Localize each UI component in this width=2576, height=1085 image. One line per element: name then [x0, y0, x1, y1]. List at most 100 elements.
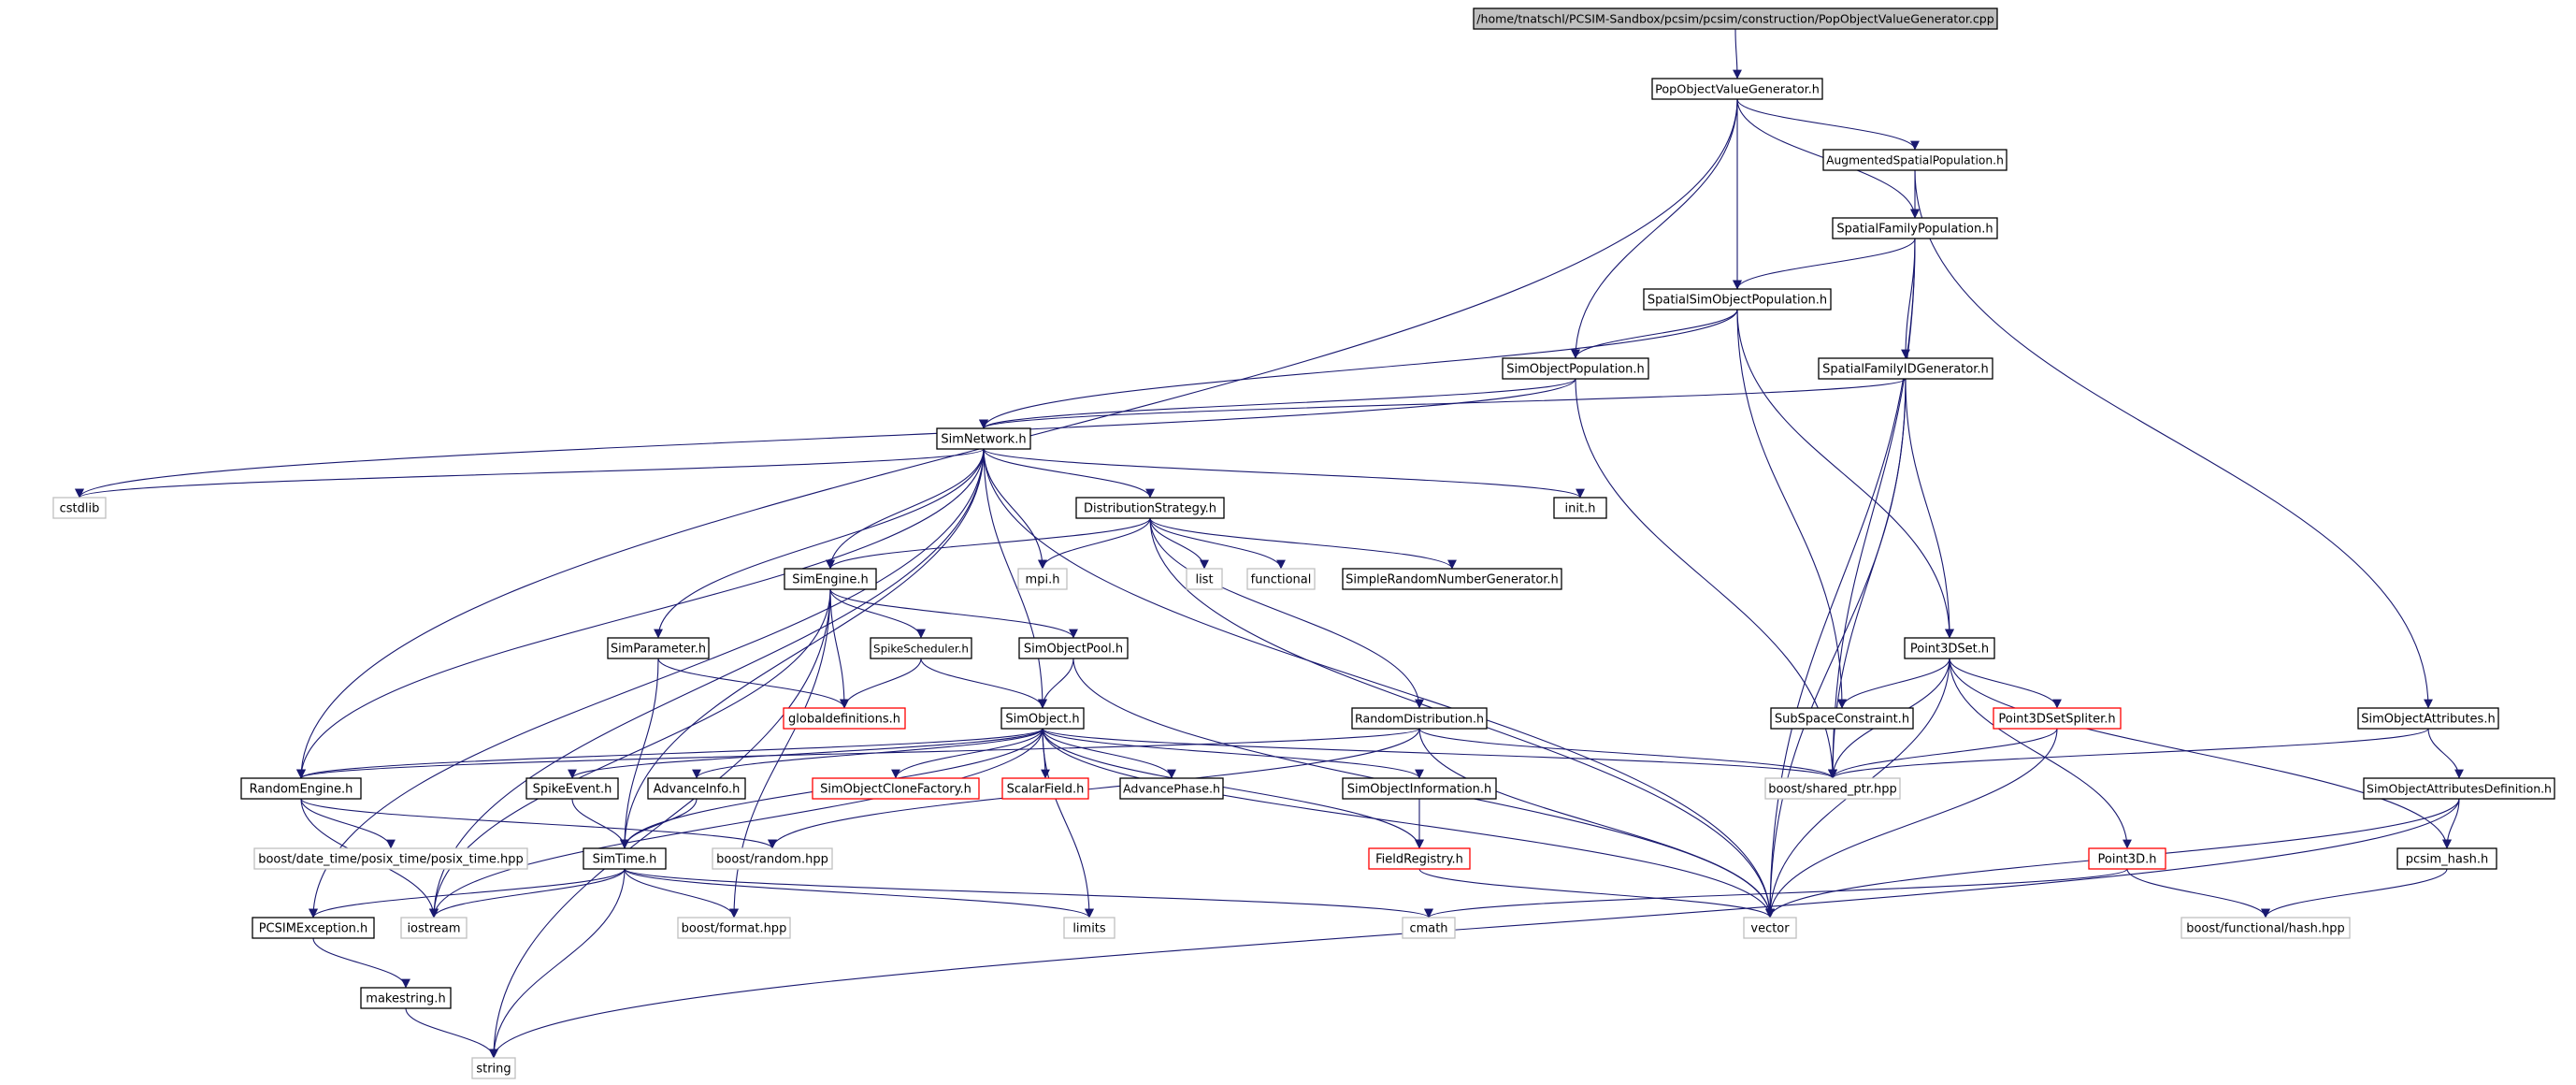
node-simengine-h[interactable]: SimEngine.h — [784, 568, 877, 590]
node-pcsimexception-h[interactable]: PCSIMException.h — [252, 917, 375, 939]
node-simobjectattributesdefinition-h[interactable]: SimObjectAttributesDefinition.h — [2363, 777, 2555, 800]
node-label: PopObjectValueGenerator.h — [1655, 83, 1820, 97]
edge-ssop-to-ssc — [1736, 309, 1847, 709]
node-fieldregistry-h[interactable]: FieldRegistry.h — [1368, 847, 1471, 870]
edge-so-to-ap — [1042, 728, 1176, 779]
edge-se-to-sopool — [829, 588, 1078, 639]
node-label: list — [1195, 573, 1213, 587]
edge-sop-to-cstdlib — [75, 378, 1576, 499]
node-simobject-h[interactable]: SimObject.h — [1000, 707, 1085, 730]
node-string[interactable]: string — [471, 1057, 516, 1079]
node-popobjectvaluegenerator-h[interactable]: PopObjectValueGenerator.h — [1651, 78, 1823, 100]
node-globaldefinitions-h[interactable]: globaldefinitions.h — [783, 707, 906, 730]
edge-sfid-to-vector — [1765, 378, 1907, 919]
node-boost-functional-hash-hpp[interactable]: boost/functional/hash.hpp — [2180, 917, 2351, 939]
node-cstdlib[interactable]: cstdlib — [52, 497, 107, 519]
node-boost-format-hpp[interactable]: boost/format.hpp — [677, 917, 791, 939]
node-spatialfamilypopulation-h[interactable]: SpatialFamilyPopulation.h — [1832, 217, 1998, 239]
edge-sn-to-mpi — [983, 448, 1047, 570]
node-subspaceconstraint-h[interactable]: SubSpaceConstraint.h — [1770, 707, 1914, 730]
node-home-tnatschl-pcsim-sandbox-pcsim-pcsim-construction-popobjectvaluegenerator-cpp[interactable]: /home/tnatschl/PCSIM-Sandbox/pcsim/pcsim… — [1473, 7, 1998, 30]
edge-se-to-ssched — [829, 588, 926, 639]
node-label: PCSIMException.h — [259, 922, 368, 936]
edge-root-to-povg — [1733, 28, 1742, 80]
node-functional[interactable]: functional — [1246, 568, 1316, 590]
node-simobjectclonefactory-h[interactable]: SimObjectCloneFactory.h — [812, 777, 980, 800]
node-box — [1818, 357, 1993, 380]
node-advancephase-h[interactable]: AdvancePhase.h — [1119, 777, 1224, 800]
node-advanceinfo-h[interactable]: AdvanceInfo.h — [647, 777, 746, 800]
node-label: limits — [1072, 922, 1106, 936]
node-box — [2396, 847, 2497, 870]
edge-ds-to-mpi — [1038, 517, 1151, 570]
edge-sn-to-inith — [983, 448, 1585, 499]
node-scalarfield-h[interactable]: ScalarField.h — [1001, 777, 1089, 800]
node-box — [712, 847, 833, 870]
node-randomengine-h[interactable]: RandomEngine.h — [240, 777, 362, 800]
node-simobjectattributes-h[interactable]: SimObjectAttributes.h — [2357, 707, 2499, 730]
node-makestring-h[interactable]: makestring.h — [360, 987, 452, 1009]
node-label: cmath — [1409, 922, 1447, 936]
edge-rd-to-brandom — [768, 728, 1420, 849]
node-boost-random-hpp[interactable]: boost/random.hpp — [712, 847, 833, 870]
edge-so-to-vector — [1042, 728, 1775, 919]
node-simtime-h[interactable]: SimTime.h — [583, 847, 667, 870]
node-point3dset-h[interactable]: Point3DSet.h — [1904, 637, 1995, 659]
node-simobjectpopulation-h[interactable]: SimObjectPopulation.h — [1502, 357, 1649, 380]
node-box — [1342, 568, 1562, 590]
node-label: SimEngine.h — [792, 573, 868, 587]
node-label: RandomEngine.h — [250, 783, 353, 797]
node-distributionstrategy-h[interactable]: DistributionStrategy.h — [1075, 497, 1225, 519]
edge-fr-to-vector — [1418, 868, 1775, 919]
node-box — [647, 777, 746, 800]
node-mpi-h[interactable]: mpi.h — [1017, 568, 1068, 590]
edge-so-to-soi — [1042, 728, 1424, 779]
edge-pcsimexc-to-makestring — [312, 937, 410, 989]
node-spatialfamilyidgenerator-h[interactable]: SpatialFamilyIDGenerator.h — [1818, 357, 1993, 380]
edge-re-to-brandom — [300, 798, 777, 849]
node-label: ScalarField.h — [1007, 783, 1085, 797]
node-spikescheduler-h[interactable]: SpikeScheduler.h — [870, 637, 972, 659]
node-label: boost/functional/hash.hpp — [2186, 922, 2345, 936]
node-limits[interactable]: limits — [1063, 917, 1115, 939]
node-simparameter-h[interactable]: SimParameter.h — [607, 637, 710, 659]
node-simplerandomnumbergenerator-h[interactable]: SimpleRandomNumberGenerator.h — [1342, 568, 1562, 590]
edge-ai-to-st — [620, 798, 698, 849]
node-spatialsimobjectpopulation-h[interactable]: SpatialSimObjectPopulation.h — [1643, 288, 1832, 311]
node-box — [1553, 497, 1607, 519]
node-simobjectinformation-h[interactable]: SimObjectInformation.h — [1342, 777, 1497, 800]
node-simobjectpool-h[interactable]: SimObjectPool.h — [1018, 637, 1129, 659]
node-label: iostream — [407, 922, 460, 936]
node-label: Point3D.h — [2098, 853, 2157, 867]
edge-so-to-sharedptr — [1042, 728, 1837, 779]
node-box — [52, 497, 107, 519]
edge-p3ds-to-ssc — [1837, 658, 1950, 709]
edge-sev-to-st — [571, 798, 629, 849]
node-boost-date-time-posix-time-posix-time-hpp[interactable]: boost/date_time/posix_time/posix_time.hp… — [253, 847, 528, 870]
node-list[interactable]: list — [1186, 568, 1223, 590]
node-point3d-h[interactable]: Point3D.h — [2088, 847, 2166, 870]
node-pcsim-hash-h[interactable]: pcsim_hash.h — [2396, 847, 2497, 870]
file-nodes: /home/tnatschl/PCSIM-Sandbox/pcsim/pcsim… — [52, 7, 2555, 1079]
node-iostream[interactable]: iostream — [400, 917, 468, 939]
node-label: string — [476, 1063, 511, 1077]
node-box — [870, 637, 972, 659]
node-box — [583, 847, 667, 870]
node-randomdistribution-h[interactable]: RandomDistribution.h — [1351, 707, 1488, 730]
edge-so-to-iostream — [429, 728, 1043, 919]
node-init-h[interactable]: init.h — [1553, 497, 1607, 519]
node-label: SimpleRandomNumberGenerator.h — [1346, 573, 1559, 587]
node-box — [1000, 707, 1085, 730]
edge-sfid-to-sn — [979, 378, 1907, 429]
node-box — [1018, 637, 1129, 659]
edge-st-to-limits — [624, 868, 1094, 919]
node-spikeevent-h[interactable]: SpikeEvent.h — [525, 777, 619, 800]
node-vector[interactable]: vector — [1743, 917, 1797, 939]
node-augmentedspatialpopulation-h[interactable]: AugmentedSpatialPopulation.h — [1822, 149, 2008, 171]
edge-so-to-re — [296, 728, 1043, 779]
node-point3dsetspliter-h[interactable]: Point3DSetSpliter.h — [1993, 707, 2122, 730]
edge-ds-to-se — [826, 517, 1151, 570]
node-boost-shared-ptr-hpp[interactable]: boost/shared_ptr.hpp — [1764, 777, 1901, 800]
node-cmath[interactable]: cmath — [1402, 917, 1456, 939]
node-simnetwork-h[interactable]: SimNetwork.h — [936, 427, 1031, 450]
